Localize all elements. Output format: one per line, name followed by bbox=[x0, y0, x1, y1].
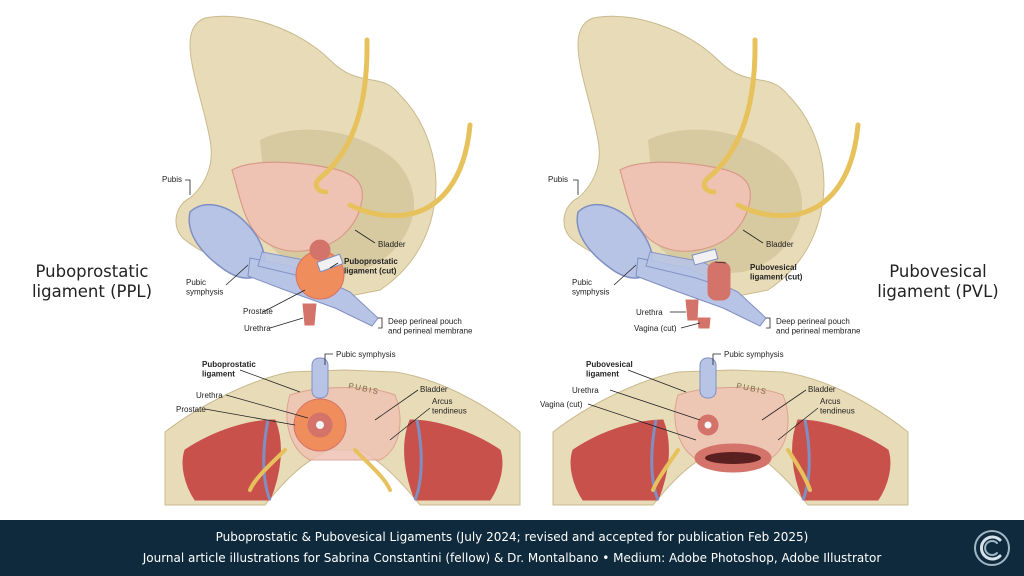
urethra-opening-top bbox=[309, 239, 331, 261]
label-bladder-bottom-left: Bladder bbox=[420, 385, 448, 394]
label-urethra-left: Urethra bbox=[244, 324, 271, 333]
vagina-stub bbox=[697, 317, 711, 329]
label-urethra-right: Urethra bbox=[636, 308, 663, 317]
anatomy-illustration: PUBIS PUBIS bbox=[162, 0, 910, 507]
footer-title: Puboprostatic & Pubovesical Ligaments (J… bbox=[215, 530, 809, 544]
label-vagina-right: Vagina (cut) bbox=[634, 324, 677, 333]
label-urethra-bottom-left: Urethra bbox=[196, 391, 223, 400]
label-bladder-right: Bladder bbox=[766, 240, 794, 249]
ligament-cut-left bbox=[316, 253, 344, 273]
left-sagittal-view bbox=[176, 16, 470, 326]
label-urethra-bottom-right: Urethra bbox=[572, 386, 599, 395]
leader-lines bbox=[185, 179, 819, 441]
illustration-stage: Puboprostatic ligament (PPL) Pubovesical… bbox=[31, 0, 999, 507]
footer-subtitle: Journal article illustrations for Sabrin… bbox=[142, 551, 882, 565]
urethra-lumen bbox=[316, 421, 324, 429]
label-bladder-left: Bladder bbox=[378, 240, 406, 249]
circular-c-logo-icon bbox=[974, 530, 1010, 566]
left-side-title: Puboprostatic ligament (PPL) bbox=[31, 262, 153, 301]
label-bladder-bottom-right: Bladder bbox=[808, 385, 836, 394]
label-pubis-left: Pubis bbox=[162, 175, 182, 184]
nerve-bottom-left-b bbox=[353, 448, 392, 492]
label-symphysis-bottom-right: Pubic symphysis bbox=[724, 350, 784, 359]
label-pubis-right: Pubis bbox=[548, 175, 568, 184]
left-inferior-view: PUBIS bbox=[163, 356, 522, 507]
label-symphysis-bottom-left: Pubic symphysis bbox=[336, 350, 396, 359]
nerve-bottom-left-a bbox=[248, 448, 287, 492]
vagina-lumen bbox=[705, 452, 761, 464]
label-vagina-bottom-right: Vagina (cut) bbox=[540, 400, 583, 409]
label-prostate: Prostate bbox=[243, 307, 273, 316]
ligament-cut-right bbox=[691, 248, 719, 266]
label-prostate-bottom: Prostate bbox=[176, 405, 206, 414]
urethra-lumen-right bbox=[704, 421, 712, 429]
nerve-bottom-right-b bbox=[786, 448, 812, 492]
vagina-cut bbox=[707, 261, 731, 301]
caption-footer: Puboprostatic & Pubovesical Ligaments (J… bbox=[0, 520, 1024, 576]
right-inferior-view: PUBIS bbox=[551, 356, 910, 507]
urethra-left bbox=[302, 303, 317, 326]
nerve-bottom-right-a bbox=[651, 448, 680, 492]
right-sagittal-view bbox=[564, 16, 858, 328]
urethra-right bbox=[685, 299, 699, 321]
right-side-title: Pubovesical ligament (PVL) bbox=[877, 262, 999, 301]
